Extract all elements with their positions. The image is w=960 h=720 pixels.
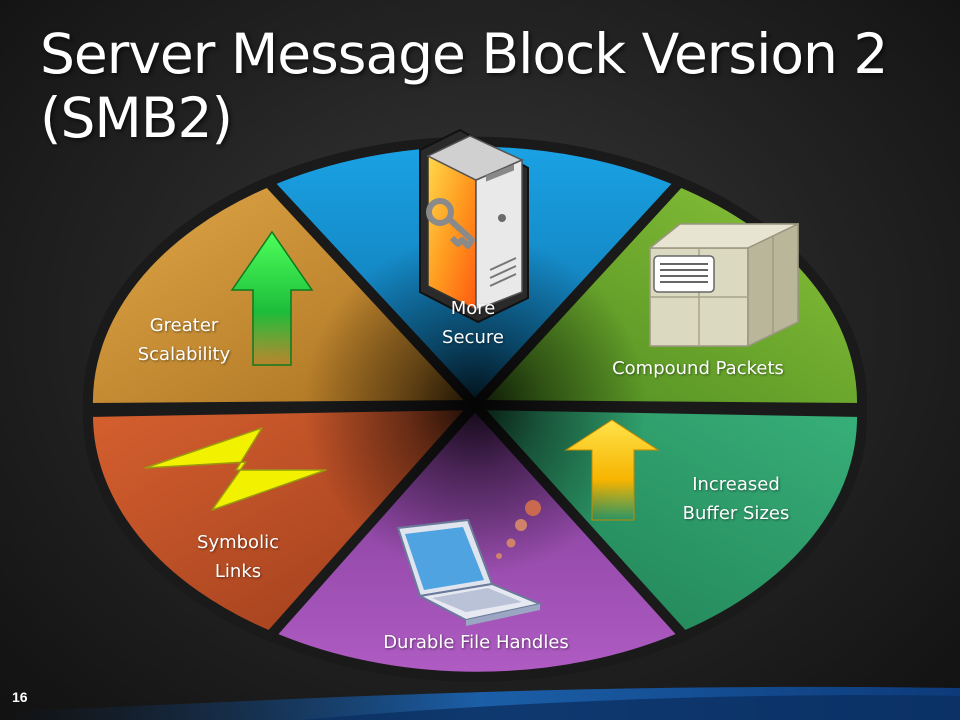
- label-durable-file-handles: Durable File Handles: [383, 632, 569, 653]
- laptop-icon: [396, 500, 544, 626]
- footer-wave: [0, 686, 960, 720]
- label-symbolic-links: Symbolic Links: [197, 532, 279, 582]
- yellow-arrow-up-icon: [564, 419, 660, 521]
- server-key-icon: [419, 128, 529, 324]
- label-compound-packets: Compound Packets: [612, 358, 784, 379]
- slide-number: 16: [12, 689, 28, 705]
- label-increased-buffer-sizes: Increased Buffer Sizes: [682, 474, 790, 524]
- slide-title: Server Message Block Version 2 (SMB2): [40, 22, 888, 150]
- label-more-secure: More Secure: [442, 298, 504, 348]
- green-arrow-up-icon: [230, 230, 314, 366]
- package-box-icon: [647, 222, 799, 348]
- label-greater-scalability: Greater Scalability: [137, 315, 231, 365]
- lightning-bolt-icon: [144, 427, 327, 511]
